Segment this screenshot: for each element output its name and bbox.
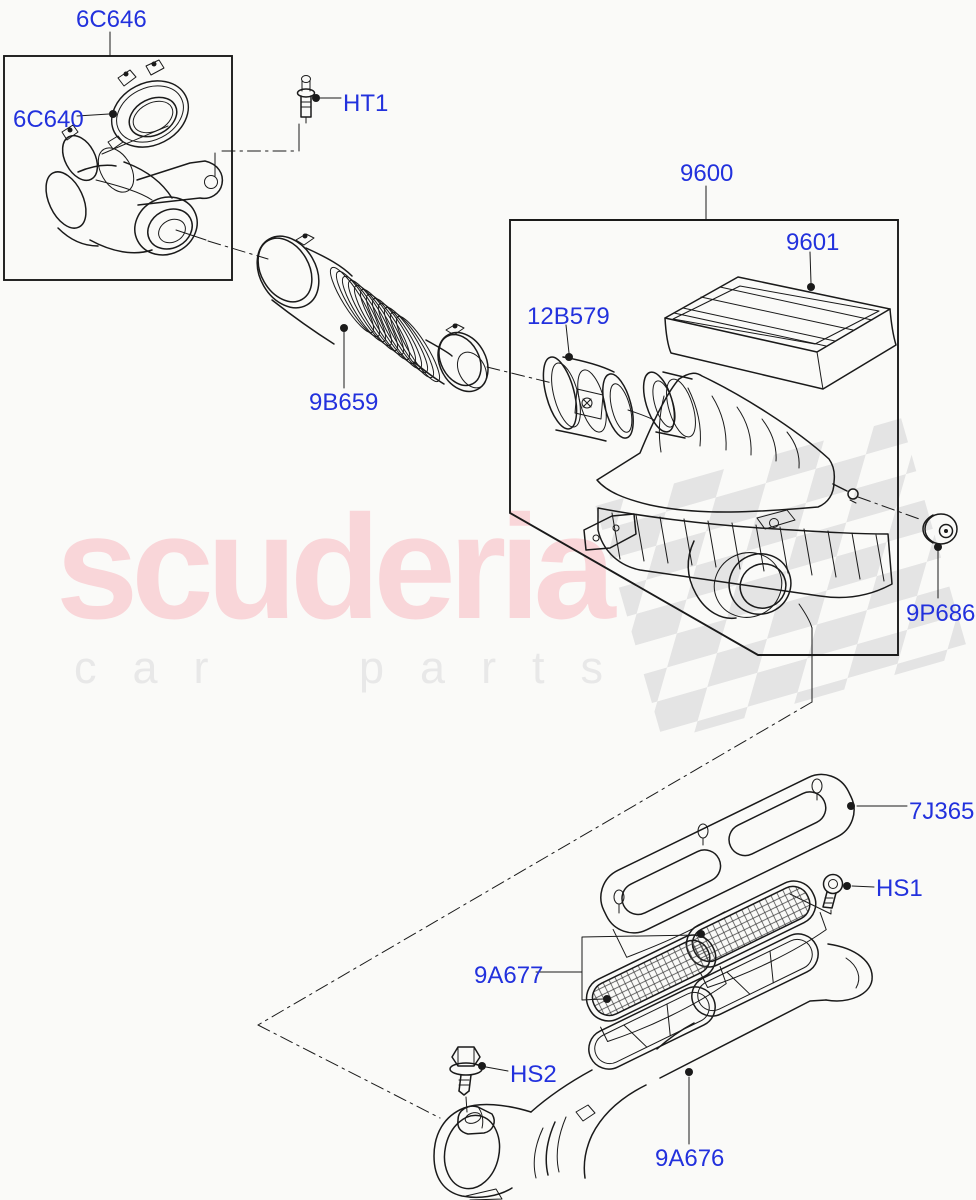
maf-sensor-drawing xyxy=(542,356,655,442)
intake-duct-drawing xyxy=(433,933,873,1200)
part-label-HT1: HT1 xyxy=(343,90,389,117)
assembly-boxes xyxy=(3,55,899,656)
part-label-9601: 9601 xyxy=(786,229,840,256)
part-label-9A676: 9A676 xyxy=(655,1145,725,1172)
part-label-HS2: HS2 xyxy=(510,1061,557,1088)
flexible-duct-drawing xyxy=(256,233,489,393)
part-label-12B579: 12B579 xyxy=(527,303,610,330)
temp-sensor-drawing xyxy=(296,75,316,124)
part-label-6C646: 6C646 xyxy=(76,6,147,33)
air-filter-element-drawing xyxy=(664,276,897,390)
grommet-drawing xyxy=(922,513,958,545)
intake-filter-drawing xyxy=(585,880,827,1042)
air-cleaner-housing-drawing xyxy=(583,371,893,629)
intake-resonator-drawing xyxy=(45,124,224,256)
part-label-HS1: HS1 xyxy=(876,875,923,902)
hose-clamp-drawing xyxy=(101,59,190,155)
bolt-hs2-drawing xyxy=(449,1046,483,1113)
axis-lines xyxy=(175,123,923,1119)
watermark-brand: scuderia xyxy=(56,485,616,650)
part-label-9600: 9600 xyxy=(680,160,734,187)
part-label-9B659: 9B659 xyxy=(309,389,379,416)
part-label-7J365: 7J365 xyxy=(909,798,975,825)
watermark-tagline: car parts xyxy=(74,642,640,693)
part-label-9P686: 9P686 xyxy=(906,600,976,627)
leader-lines xyxy=(76,31,942,1145)
part-label-9A677: 9A677 xyxy=(474,962,544,989)
intake-cover-drawing xyxy=(600,773,855,958)
part-label-6C640: 6C640 xyxy=(13,106,84,133)
